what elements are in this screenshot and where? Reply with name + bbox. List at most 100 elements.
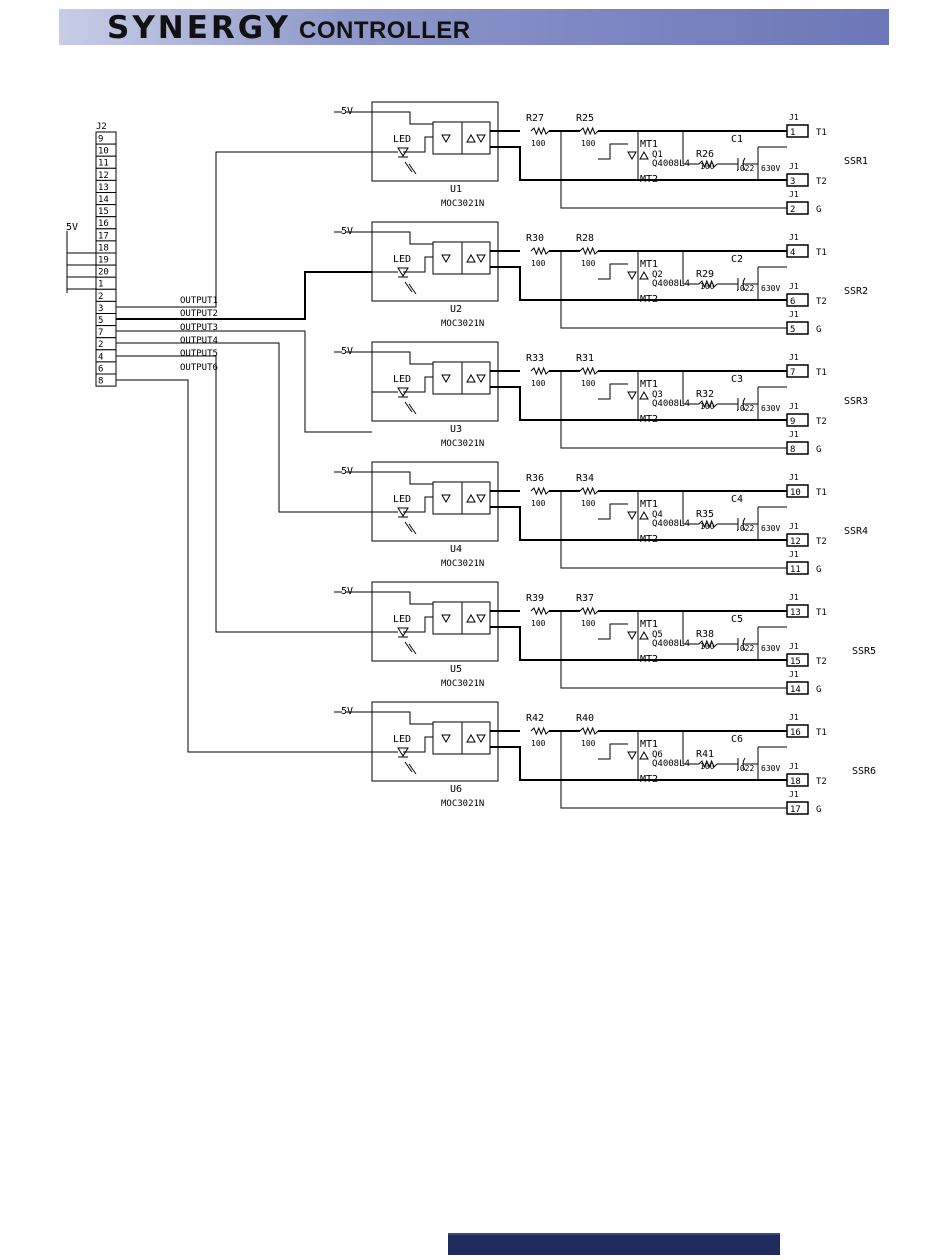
connector-pin-label: 9 bbox=[98, 135, 103, 145]
connector-pin-label: 2 bbox=[98, 340, 103, 350]
terminal-box bbox=[786, 533, 809, 547]
optocoupler-part: MOC3021N bbox=[441, 439, 484, 449]
capacitor-ref: C1 bbox=[731, 134, 743, 145]
led-emission-arrow bbox=[404, 641, 413, 653]
photo-triac-icon bbox=[476, 494, 486, 504]
resistor-R31 bbox=[579, 366, 599, 376]
terminal-box bbox=[786, 561, 809, 575]
resistor-ref: R28 bbox=[576, 233, 594, 244]
terminal-label: T2 bbox=[816, 537, 827, 547]
terminal-j1-ref: J1 bbox=[789, 762, 799, 771]
photo-triac-icon bbox=[476, 614, 486, 624]
photo-triac-icon bbox=[476, 134, 486, 144]
triac-icon bbox=[639, 510, 649, 520]
terminal-j1-ref: J1 bbox=[789, 310, 799, 319]
resistor-value: 100 bbox=[700, 642, 715, 651]
connector-pin-label: 3 bbox=[98, 304, 103, 314]
triac-part: Q4008L4 bbox=[652, 639, 690, 649]
led-emission-arrow bbox=[408, 163, 417, 175]
optocoupler-box bbox=[371, 461, 499, 542]
terminal-pin: 10 bbox=[790, 488, 801, 498]
output-wiring: OUTPUT1OUTPUT2OUTPUT3OUTPUT4OUTPUT5OUTPU… bbox=[116, 151, 372, 753]
led-emission-arrow bbox=[408, 763, 417, 775]
resistor-R37 bbox=[579, 606, 599, 616]
wire bbox=[560, 131, 787, 209]
resistor-R36 bbox=[530, 486, 550, 496]
terminal-j1-ref: J1 bbox=[789, 642, 799, 651]
photo-triac-icon bbox=[466, 493, 476, 503]
resistor-R28 bbox=[579, 246, 599, 256]
resistor-R30 bbox=[530, 246, 550, 256]
terminal-box bbox=[786, 801, 809, 815]
connector-pin-label: 4 bbox=[98, 352, 103, 362]
terminal-box bbox=[786, 681, 809, 695]
output-label: OUTPUT4 bbox=[180, 336, 218, 346]
resistor-R41 bbox=[698, 759, 718, 769]
led-emission-arrow bbox=[404, 401, 413, 413]
terminal-box bbox=[786, 441, 809, 455]
led-emission-arrow bbox=[404, 161, 413, 173]
triac-ref: Q5 bbox=[652, 630, 663, 640]
ssr-label: SSR2 bbox=[844, 286, 868, 297]
output-wire bbox=[116, 330, 372, 433]
terminal-j1-ref: J1 bbox=[789, 473, 799, 482]
triac-ref: Q3 bbox=[652, 390, 663, 400]
wire bbox=[490, 626, 787, 661]
connector-pin-label: 7 bbox=[98, 328, 103, 338]
output-wire bbox=[116, 151, 372, 308]
terminal-label: G bbox=[816, 805, 821, 815]
triac-icon bbox=[627, 391, 637, 401]
terminal-j1-ref: J1 bbox=[789, 282, 799, 291]
optocoupler-part: MOC3021N bbox=[441, 679, 484, 689]
terminal-pin: 12 bbox=[790, 537, 801, 547]
connector-j2-ref: J2 bbox=[96, 122, 107, 132]
led-wire bbox=[403, 376, 433, 393]
resistor-ref: R32 bbox=[696, 389, 714, 400]
photo-triac-icon bbox=[476, 734, 486, 744]
terminal-label: T1 bbox=[816, 368, 827, 378]
resistor-ref: R40 bbox=[576, 713, 594, 724]
terminal-label: T1 bbox=[816, 128, 827, 138]
terminal-j1-ref: J1 bbox=[789, 670, 799, 679]
terminal-label: T2 bbox=[816, 297, 827, 307]
wire bbox=[560, 611, 787, 689]
resistor-R29 bbox=[698, 279, 718, 289]
wire bbox=[490, 386, 787, 421]
led-emission-arrow bbox=[408, 523, 417, 535]
terminal-pin: 14 bbox=[790, 685, 801, 695]
terminal-box bbox=[786, 201, 809, 215]
terminal-pin: 9 bbox=[790, 417, 795, 427]
resistor-value: 100 bbox=[531, 619, 546, 628]
resistor-ref: R42 bbox=[526, 713, 544, 724]
capacitor-voltage: 630V bbox=[761, 524, 780, 533]
connector-pin-label: 10 bbox=[98, 147, 109, 157]
connector-pin-label: 11 bbox=[98, 159, 109, 169]
terminal-box bbox=[786, 364, 809, 378]
terminal-pin: 7 bbox=[790, 368, 795, 378]
output-label: OUTPUT3 bbox=[180, 323, 218, 333]
terminal-pin: 11 bbox=[790, 565, 801, 575]
terminal-j1-ref: J1 bbox=[789, 402, 799, 411]
led-emission-arrow bbox=[404, 521, 413, 533]
connector-pin-label: 19 bbox=[98, 256, 109, 266]
optocoupler-ref: U5 bbox=[450, 664, 462, 675]
resistor-R42 bbox=[530, 726, 550, 736]
optocoupler-ref: U2 bbox=[450, 304, 462, 315]
output-label: OUTPUT5 bbox=[180, 349, 218, 359]
optocoupler-box bbox=[371, 701, 499, 782]
output-wire bbox=[116, 342, 372, 513]
resistor-ref: R25 bbox=[576, 113, 594, 124]
triac-part: Q4008L4 bbox=[652, 279, 690, 289]
resistor-ref: R34 bbox=[576, 473, 594, 484]
led-label: LED bbox=[393, 254, 411, 265]
capacitor-ref: C6 bbox=[731, 734, 743, 745]
wire bbox=[598, 143, 628, 160]
output-label: OUTPUT2 bbox=[180, 309, 218, 319]
triac-mt1: MT1 bbox=[640, 499, 658, 510]
led-emission-arrow bbox=[408, 283, 417, 295]
